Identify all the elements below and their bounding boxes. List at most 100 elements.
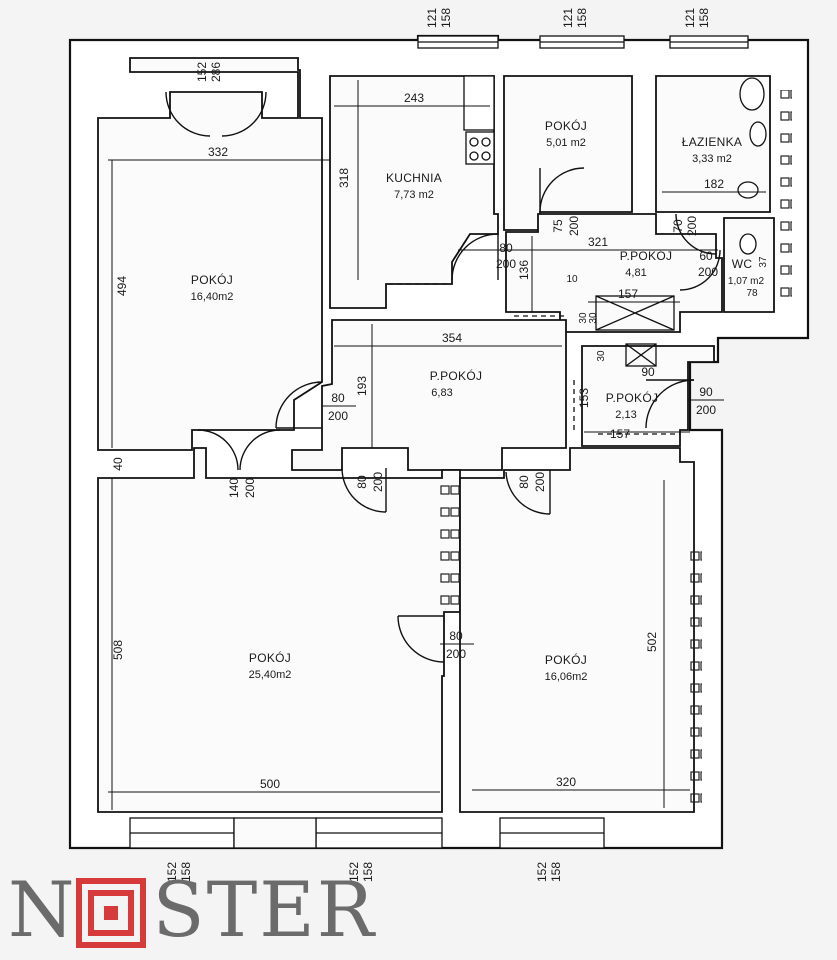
window-width: 152 xyxy=(165,862,179,882)
room-area: 1,07 m2 xyxy=(728,276,765,287)
room-area: 5,01 m2 xyxy=(546,137,586,149)
room-name: P.POKÓJ xyxy=(430,368,483,383)
door-height: 200 xyxy=(328,409,348,423)
dimension-label: 320 xyxy=(556,775,576,789)
door-height: 200 xyxy=(371,472,385,492)
dimension-label: 157 xyxy=(618,287,638,301)
room-floor-bathroom xyxy=(655,75,771,213)
door-width: 140 xyxy=(227,478,241,498)
door-width: 80 xyxy=(355,475,369,489)
room-area: 2,13 xyxy=(615,409,636,421)
room-name: KUCHNIA xyxy=(386,171,442,185)
door-width: 75 xyxy=(551,219,565,233)
room-area: 16,06m2 xyxy=(545,671,588,683)
room-name: POKÓJ xyxy=(191,272,233,287)
dimension-label: 193 xyxy=(355,376,369,396)
dimension-label: 10 xyxy=(566,274,578,285)
dimension-label: 494 xyxy=(115,276,129,296)
room-labels: POKÓJ 16,40m2 KUCHNIA 7,73 m2 POKÓJ 5,01… xyxy=(191,118,765,683)
dimension-label: 157 xyxy=(610,427,630,441)
window-height: 158 xyxy=(549,862,563,882)
room-floor-wc xyxy=(723,217,775,313)
dimension-label: 30 xyxy=(588,312,599,324)
windows xyxy=(129,35,749,849)
ventilation xyxy=(440,90,792,804)
dimension-label: 182 xyxy=(704,177,724,191)
dimension-label: 37 xyxy=(758,256,769,268)
door-height: 200 xyxy=(243,478,257,498)
room-floor-hall-small xyxy=(581,345,715,447)
window-height: 158 xyxy=(697,8,711,28)
room-name: WC xyxy=(732,257,753,271)
room-area: 7,73 m2 xyxy=(394,189,434,201)
room-floor-big-right xyxy=(459,447,695,813)
door-width: 80 xyxy=(517,475,531,489)
door-width: 90 xyxy=(699,385,713,399)
room-name: P.POKÓJ xyxy=(606,390,659,405)
dimension-labels: 332 494 40 508 500 243 318 321 354 193 1… xyxy=(111,91,769,791)
window-width: 152 xyxy=(195,62,209,82)
room-name: P.POKÓJ xyxy=(620,248,673,263)
door-width: 70 xyxy=(671,219,685,233)
window-width: 152 xyxy=(535,862,549,882)
room-area: 6,83 xyxy=(431,387,452,399)
window-labels: 152 286 121 158 121 158 121 158 152 158 … xyxy=(165,8,711,882)
door-width: 80 xyxy=(449,629,463,643)
door-height: 200 xyxy=(446,647,466,661)
window-width: 121 xyxy=(561,8,575,28)
door-width: 60 xyxy=(699,249,713,263)
dimension-label: 332 xyxy=(208,145,228,159)
fixtures xyxy=(463,75,767,367)
dimension-label: 243 xyxy=(404,91,424,105)
door-width: 80 xyxy=(331,391,345,405)
openings xyxy=(388,283,680,435)
dimension-label: 136 xyxy=(517,260,531,280)
door-height: 200 xyxy=(567,216,581,236)
dimension-label: 500 xyxy=(260,777,280,791)
room-floor-left-top xyxy=(97,57,323,451)
window-height: 158 xyxy=(575,8,589,28)
room-name: POKÓJ xyxy=(545,652,587,667)
room-name: ŁAZIENKA xyxy=(682,135,742,149)
door-height: 200 xyxy=(496,257,516,271)
dimension-label: 153 xyxy=(577,388,591,408)
room-area: 4,81 xyxy=(625,267,646,279)
dimension-label: 508 xyxy=(111,640,125,660)
door-height: 200 xyxy=(698,265,718,279)
window-height: 286 xyxy=(209,62,223,82)
dimension-label: 321 xyxy=(588,235,608,249)
window-height: 158 xyxy=(361,862,375,882)
dimension-label: 78 xyxy=(746,288,758,299)
dimension-label: 90 xyxy=(641,365,655,379)
window-height: 158 xyxy=(439,8,453,28)
room-area: 16,40m2 xyxy=(191,291,234,303)
door-labels: 80 200 80 200 75 200 70 200 60 200 80 20… xyxy=(227,216,724,661)
room-area: 3,33 m2 xyxy=(692,153,732,165)
window-width: 152 xyxy=(347,862,361,882)
dimension-label: 30 xyxy=(578,312,589,324)
room-floor-big-left xyxy=(97,447,461,813)
door-height: 200 xyxy=(533,472,547,492)
room-floors xyxy=(97,57,775,813)
window-width: 121 xyxy=(425,8,439,28)
window-width: 121 xyxy=(683,8,697,28)
room-name: POKÓJ xyxy=(249,650,291,665)
room-name: POKÓJ xyxy=(545,118,587,133)
dimension-label: 40 xyxy=(111,457,125,471)
dimension-label: 502 xyxy=(645,632,659,652)
door-height: 200 xyxy=(685,216,699,236)
dimension-label: 318 xyxy=(337,168,351,188)
dimension-lines xyxy=(108,80,766,810)
door-width: 80 xyxy=(499,241,513,255)
dimension-label: 30 xyxy=(596,350,607,362)
room-area: 25,40m2 xyxy=(249,669,292,681)
door-height: 200 xyxy=(696,403,716,417)
door-swings xyxy=(165,91,721,663)
brand-logo-icon xyxy=(76,878,146,948)
window-height: 158 xyxy=(179,862,193,882)
room-floor-hall-main xyxy=(291,319,567,471)
room-floor-kitchen xyxy=(329,75,499,309)
dimension-label: 354 xyxy=(442,331,462,345)
